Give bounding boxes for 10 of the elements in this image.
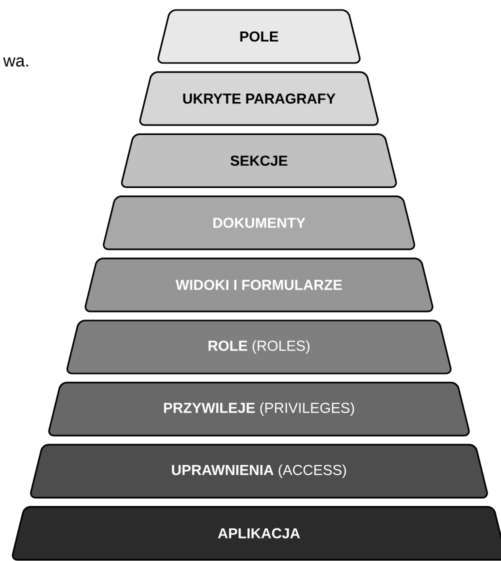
pyramid-layer: UPRAWNIENIA (ACCESS) [30,444,488,498]
pyramid-layer: UKRYTE PARAGRAFY [139,71,379,126]
pyramid-layer: DOKUMENTY [102,196,416,250]
pyramid-layer: APLIKACJA [12,506,501,561]
pyramid-layer: ROLE (ROLES) [66,320,452,374]
pyramid-layer: POLE [157,9,361,64]
note-text: wa. [3,57,28,67]
pyramid-layer: WIDOKI I FORMULARZE [84,258,434,312]
pyramid-layer: SEKCJE [121,133,397,188]
pyramid-layer: PRZYWILEJE (PRIVILEGES) [48,382,470,436]
